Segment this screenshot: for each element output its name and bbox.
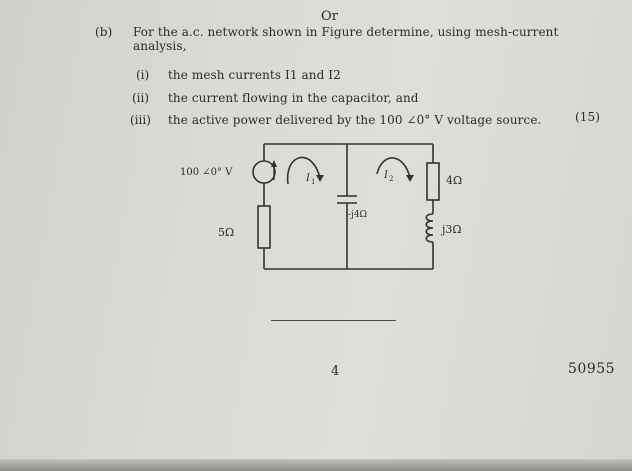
part-text-ii: the current flowing in the capacitor, an… [168, 91, 419, 105]
svg-text:I: I [305, 173, 311, 184]
question-label: (b) [95, 25, 113, 39]
svg-text:2: 2 [389, 175, 393, 183]
resistor-5-label: 5Ω [218, 226, 234, 239]
voltage-source-icon [252, 160, 277, 184]
part-number-ii: (ii) [132, 91, 150, 105]
svg-text:1: 1 [311, 178, 315, 186]
mesh-current-2: I 2 [383, 170, 393, 183]
part-text-i: the mesh currents I1 and I2 [168, 68, 341, 82]
resistor-4-label: 4Ω [446, 174, 462, 187]
part-number-i: (i) [136, 68, 150, 82]
page-edge-shadow [0, 459, 632, 471]
part-text-iii: the active power delivered by the 100 ∠0… [168, 113, 542, 127]
marks-allocation: (15) [575, 110, 601, 124]
circuit-diagram: 100 ∠0° V 5Ω -j4Ω 4Ω j3Ω I 1 I 2 [180, 143, 462, 270]
part-number-iii: (iii) [130, 113, 151, 127]
svg-text:I: I [383, 170, 389, 181]
or-separator: Or [321, 9, 339, 24]
paper-code: 50955 [568, 361, 616, 377]
end-rule [271, 320, 396, 321]
question-text-line2: analysis, [133, 39, 187, 53]
inductor-label: j3Ω [440, 223, 462, 236]
source-label: 100 ∠0° V [180, 167, 233, 178]
page-number: 4 [331, 364, 340, 379]
capacitor-label: -j4Ω [348, 210, 367, 220]
question-text-line1: For the a.c. network shown in Figure det… [133, 25, 559, 39]
mesh-current-1: I 1 [305, 173, 315, 186]
